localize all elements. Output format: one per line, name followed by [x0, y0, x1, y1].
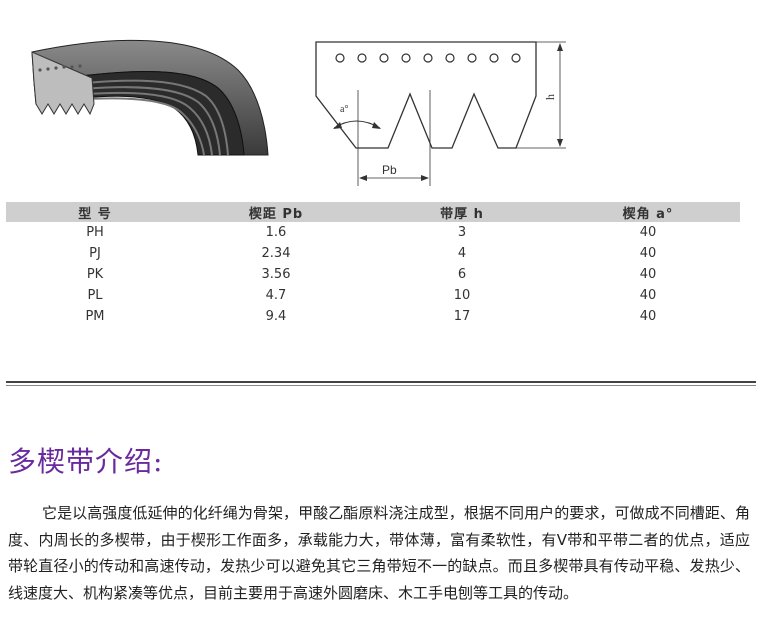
cell-pitch: 1.6: [265, 225, 287, 240]
belt-profile-outline: [315, 41, 537, 149]
cell-model: PJ: [89, 246, 101, 261]
table-header-row: 型 号 楔距 Pb 带厚 h 楔角 a°: [6, 202, 740, 222]
belt-image: [31, 39, 269, 156]
cell-angle: 40: [639, 225, 657, 240]
cell-pitch: 2.34: [261, 246, 291, 261]
header-model: 型 号: [6, 202, 184, 222]
cord-holes: [335, 53, 521, 63]
cell-thickness: 3: [457, 225, 467, 240]
table-row: PH 1.6 3 40: [6, 222, 740, 243]
header-thickness: 带厚 h: [368, 202, 556, 222]
cell-angle: 40: [639, 246, 657, 261]
cell-model: PK: [86, 267, 104, 282]
table-row: PK 3.56 6 40: [6, 264, 740, 285]
header-pitch: 楔距 Pb: [184, 202, 368, 222]
cell-model: PH: [86, 225, 104, 240]
divider-line-thin: [6, 385, 756, 386]
cell-pitch: 4.7: [265, 288, 287, 303]
cell-model: PL: [87, 288, 103, 303]
intro-paragraph: 它是以高强度低延伸的化纤绳为骨架，甲酸乙酯原料浇注成型，根据不同用户的要求，可做…: [8, 504, 750, 602]
cell-angle: 40: [639, 288, 657, 303]
angle-label: a°: [340, 104, 348, 115]
cell-thickness: 6: [457, 267, 467, 282]
cell-thickness: 17: [453, 309, 471, 324]
divider-line: [6, 381, 756, 383]
spec-table: 型 号 楔距 Pb 带厚 h 楔角 a° PH 1.6 3 40 PJ 2.34…: [6, 202, 740, 327]
cell-angle: 40: [639, 309, 657, 324]
cell-pitch: 3.56: [261, 267, 291, 282]
cell-thickness: 10: [453, 288, 471, 303]
table-row: PL 4.7 10 40: [6, 285, 740, 306]
cell-model: PM: [85, 309, 105, 324]
cell-angle: 40: [639, 267, 657, 282]
cell-pitch: 9.4: [265, 309, 287, 324]
pitch-label: Pb: [382, 163, 397, 177]
table-row: PM 9.4 17 40: [6, 306, 740, 327]
height-label: h: [543, 94, 557, 100]
cell-thickness: 4: [457, 246, 467, 261]
profile-diagram: h Pb a°: [315, 41, 566, 186]
header-angle: 楔角 a°: [556, 202, 740, 222]
section-title: 多楔带介绍:: [8, 445, 164, 478]
table-row: PJ 2.34 4 40: [6, 243, 740, 264]
